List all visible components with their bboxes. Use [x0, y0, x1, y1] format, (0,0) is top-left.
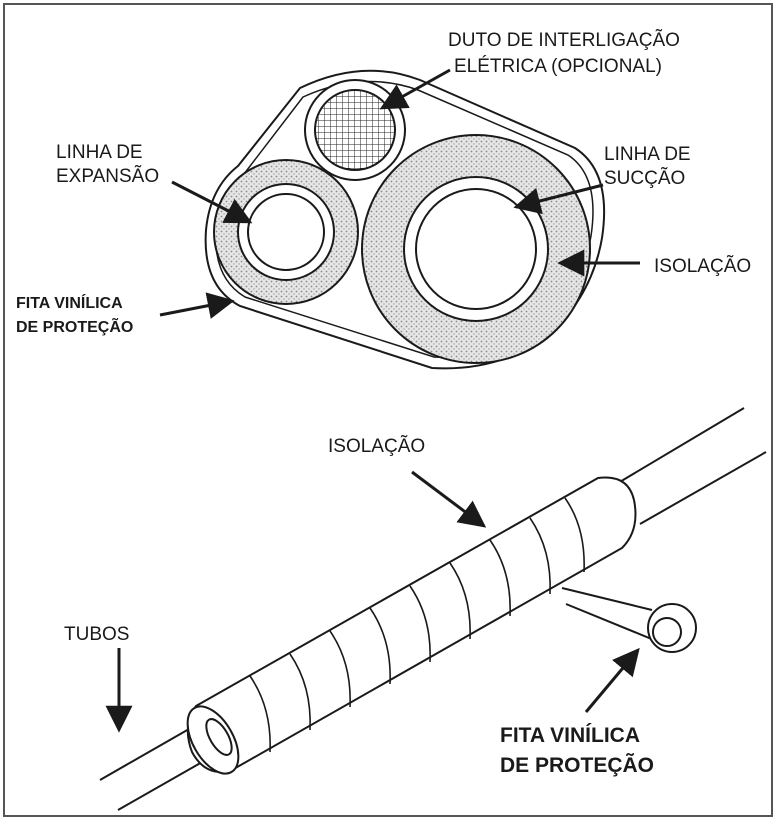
arrow-duto — [379, 68, 451, 110]
label-succao-line2: SUCÇÃO — [604, 167, 685, 189]
arrow-expansao — [171, 180, 253, 224]
tube-left-top — [99, 724, 197, 781]
tube-right-bottom — [639, 451, 767, 525]
branch-pipe-bottom — [565, 603, 655, 641]
top-arrows — [159, 68, 640, 319]
branch-pipe-top — [561, 587, 653, 611]
suction-pipe-inner — [415, 188, 537, 310]
expansion-pipe-inner — [247, 193, 325, 271]
arrow-succao — [513, 183, 604, 215]
arrow-fita-bottom — [584, 647, 640, 713]
label-expansao-line1: LINHA DE — [56, 142, 143, 163]
cross-section — [204, 69, 606, 370]
label-expansao-line2: EXPANSÃO — [56, 165, 159, 187]
tube-right-top — [617, 407, 745, 484]
insulation-sleeve — [186, 476, 637, 773]
sleeve-end-hole — [205, 718, 233, 756]
label-duto-line2: ELÉTRICA (OPCIONAL) — [454, 56, 662, 77]
pipe-perspective — [99, 407, 767, 811]
tape-bands — [249, 497, 585, 753]
arrow-isolacao-bottom — [411, 470, 487, 528]
electrical-duct-mesh — [314, 89, 396, 171]
bottom-arrows — [105, 470, 640, 733]
label-fita-bottom-line2: DE PROTEÇÃO — [500, 754, 654, 777]
label-tubos: TUBOS — [64, 624, 129, 645]
arrow-fita-top — [159, 292, 235, 319]
label-isolacao-bottom: ISOLAÇÃO — [328, 435, 425, 457]
label-succao-line1: LINHA DE — [604, 144, 691, 165]
label-fita-top-line1: FITA VINÍLICA — [16, 293, 123, 312]
frame-border — [3, 3, 773, 817]
label-duto-line1: DUTO DE INTERLIGAÇÃO — [448, 29, 680, 51]
label-fita-bottom-line1: FITA VINÍLICA — [500, 724, 640, 747]
branch-end-inner — [652, 617, 682, 647]
label-isolacao-top: ISOLAÇÃO — [654, 255, 751, 277]
label-fita-top-line2: DE PROTEÇÃO — [16, 316, 133, 336]
